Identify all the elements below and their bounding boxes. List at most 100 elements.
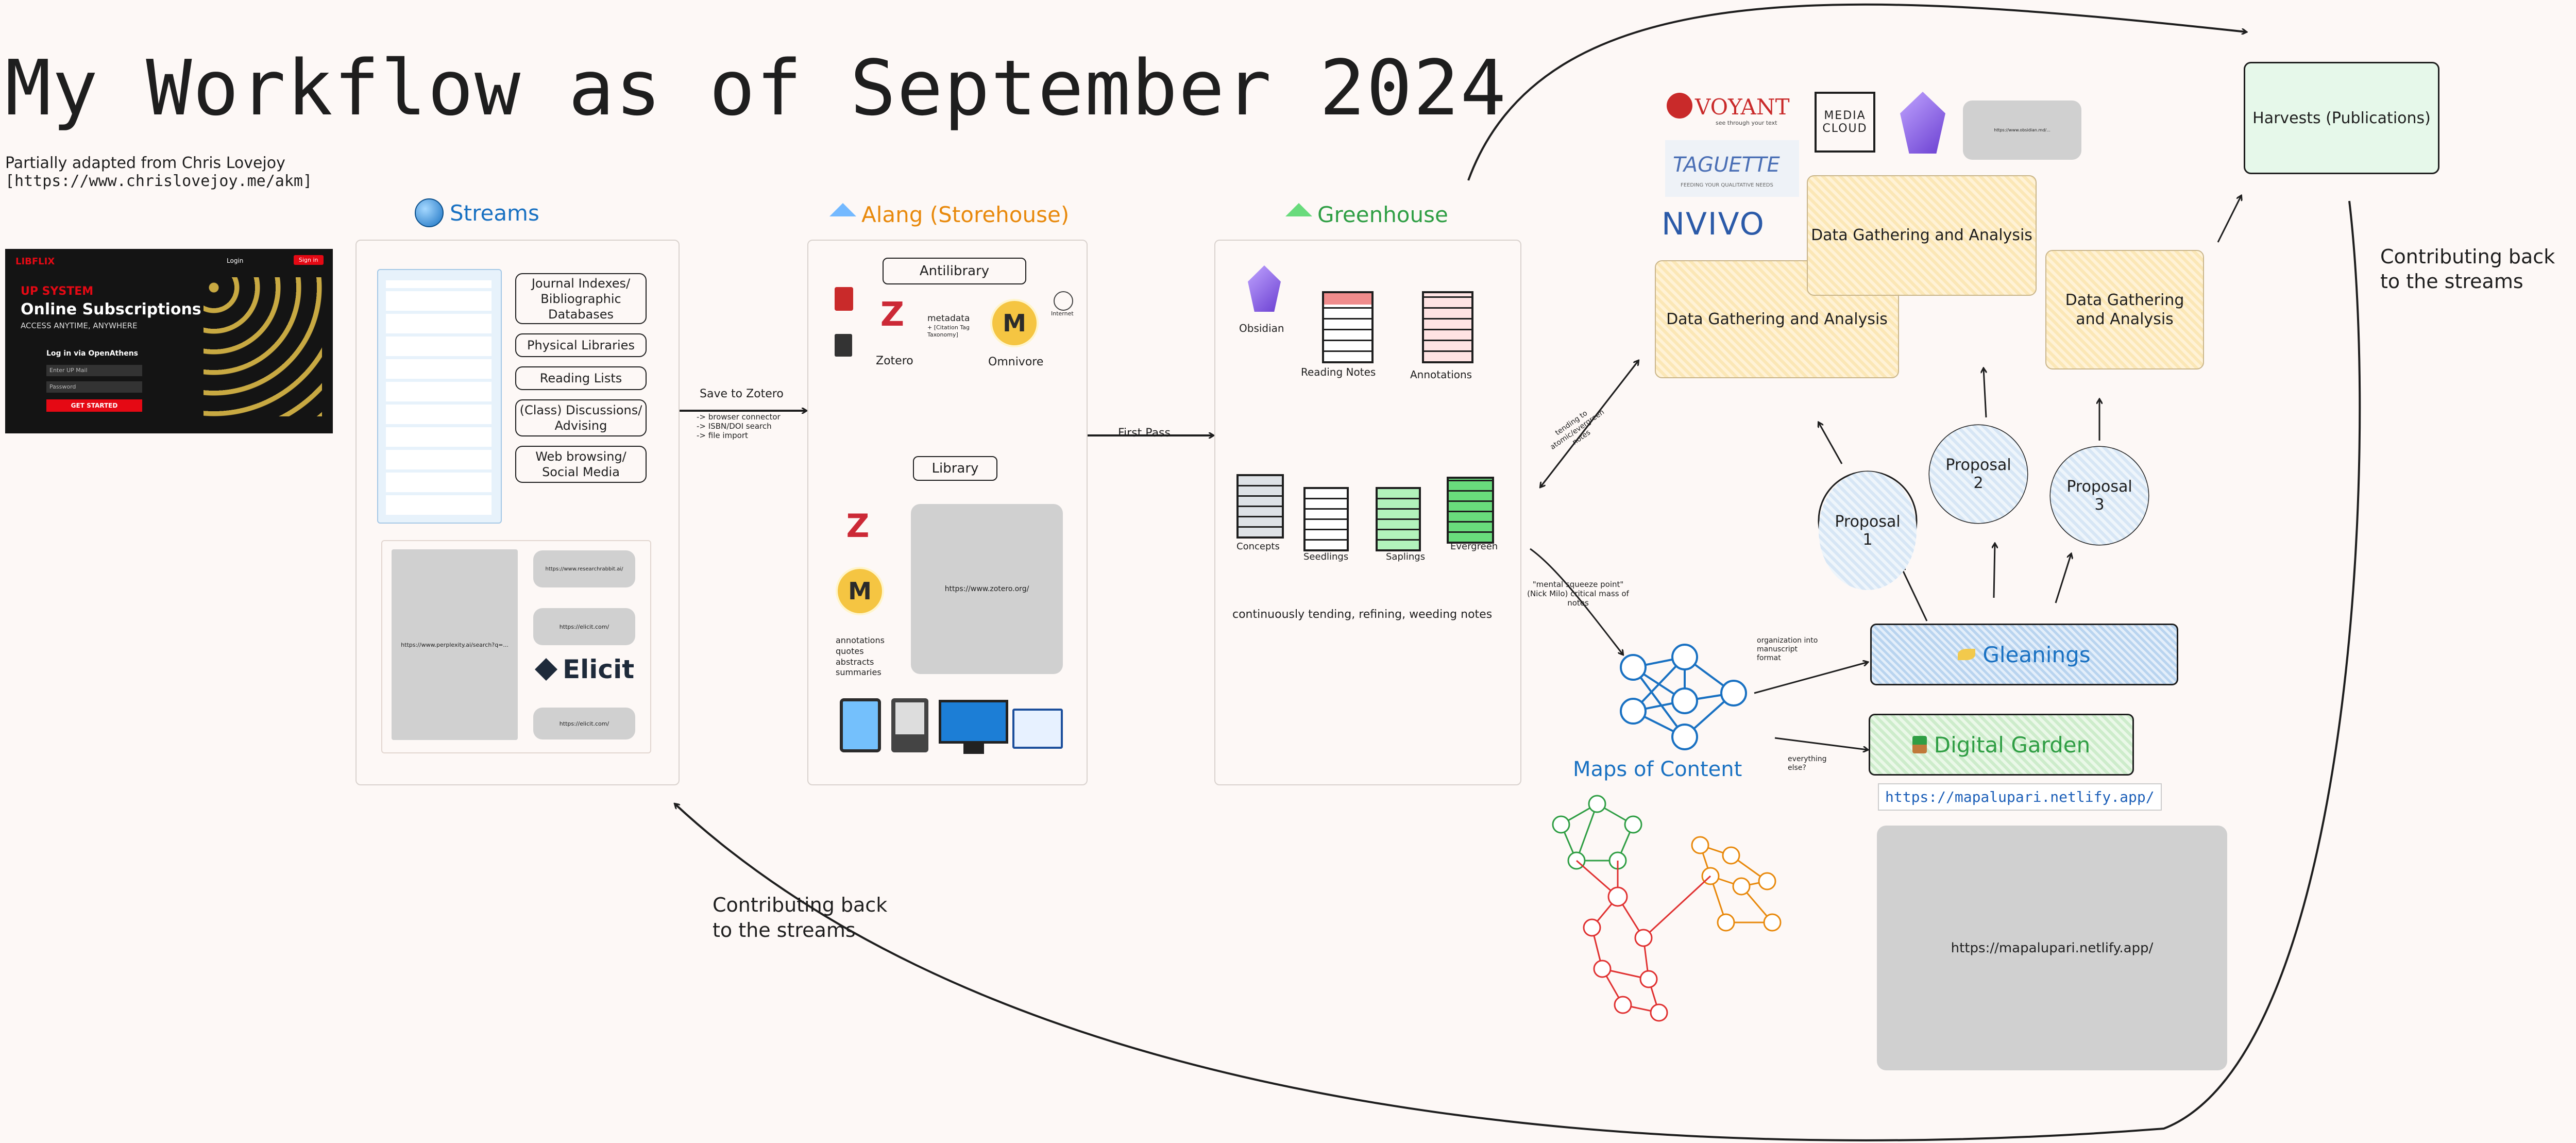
source-reading-lists: Reading Lists [515, 366, 647, 390]
garden-url-link[interactable]: https://mapalupari.netlify.app/ [1878, 783, 2162, 811]
elicit-link-1[interactable]: https://elicit.com/ [533, 608, 635, 645]
save-method-isbn: -> ISBN/DOI search [697, 422, 772, 431]
streams-header: Streams [415, 198, 539, 227]
subtitle-line-1: Partially adapted from Chris Lovejoy [5, 154, 285, 172]
voyant-icon [1667, 93, 1692, 119]
item-abstracts: abstracts [836, 657, 874, 667]
pdf-icon [835, 287, 853, 311]
concepts-label: Concepts [1236, 541, 1280, 552]
openathens-login-text: Log in via OpenAthens [46, 349, 138, 358]
gleanings-label: Gleanings [1982, 642, 2091, 667]
item-summaries: summaries [836, 667, 882, 678]
proposal-3: Proposal 3 [2050, 447, 2148, 545]
reading-notes-label: Reading Notes [1301, 366, 1376, 378]
maps-of-content-network [1552, 795, 1782, 1022]
obsidian-link-embed[interactable]: https://www.obsidian.md/... [1963, 100, 2081, 160]
taguette-tagline: FEEDING YOUR QUALITATIVE NEEDS [1681, 182, 1773, 188]
item-annotations: annotations [836, 635, 885, 645]
tagline: ACCESS ANYTIME, ANYWHERE [21, 321, 138, 330]
reading-notes-icon [1322, 291, 1374, 363]
subscriptions-heading: Online Subscriptions [21, 300, 201, 318]
get-started-button[interactable]: GET STARTED [46, 399, 142, 412]
nvivo-logo: NVIVO [1662, 206, 1765, 242]
contributing-back-right: Contributing back to the streams [2380, 245, 2555, 293]
alang-title: Alang (Storehouse) [861, 202, 1070, 227]
password-input[interactable]: Password [46, 381, 142, 393]
garden-embed[interactable]: https://mapalupari.netlify.app/ [1877, 826, 2227, 1070]
omnivore-label: Omnivore [988, 356, 1044, 368]
media-cloud-logo: MEDIA CLOUD [1815, 92, 1875, 153]
cloud-text: CLOUD [1822, 122, 1868, 135]
saplings-label: Saplings [1386, 551, 1426, 562]
source-physical-libraries: Physical Libraries [515, 333, 647, 357]
house-icon [829, 203, 856, 216]
zotero-label: Zotero [876, 355, 913, 367]
internet-label: Internet [1051, 310, 1074, 317]
tablet-icon [840, 698, 881, 752]
leaf-icon [1958, 649, 1976, 660]
annotations-label: Annotations [1410, 368, 1472, 381]
internet-icon [1054, 291, 1073, 311]
page-title: My Workflow as of September 2024 [5, 44, 1507, 132]
top-signup-button[interactable]: Sign in [294, 255, 324, 265]
top-login[interactable]: Login [227, 257, 244, 264]
web-tools-group [381, 540, 651, 753]
researchrabbit-link[interactable]: https://www.researchrabbit.ai/ [533, 550, 635, 587]
arrow-p2-box [1984, 368, 1987, 418]
arrow-gleanings-p2 [1994, 544, 1995, 598]
save-to-zotero-label: Save to Zotero [700, 388, 784, 400]
alang-header: Alang (Storehouse) [829, 202, 1069, 227]
libflix-logo: LIBFLIX [15, 256, 55, 267]
source-class-discussions: (Class) Discussions/ Advising [515, 399, 647, 436]
streams-title: Streams [450, 200, 539, 226]
subtitle: Partially adapted from Chris Lovejoy [ht… [5, 154, 313, 190]
source-journal-indexes: Journal Indexes/ Bibliographic Databases [515, 273, 647, 324]
taguette-wordmark: TAGUETTE [1673, 153, 1780, 177]
subtitle-line-2: [https://www.chrislovejoy.me/akm] [5, 172, 313, 190]
gleanings-box: Gleanings [1870, 624, 2178, 685]
maps-of-content-label: Maps of Content [1573, 758, 1742, 781]
zotero-embed[interactable]: https://www.zotero.org/ [911, 504, 1063, 674]
seedlings-label: Seedlings [1303, 551, 1349, 562]
zotero-library-icon: Z [846, 507, 870, 545]
concepts-icon [1236, 474, 1284, 539]
omnivore-library-icon: M [836, 567, 884, 615]
taguette-logo: TAGUETTE FEEDING YOUR QUALITATIVE NEEDS [1665, 140, 1799, 197]
perplexity-embed[interactable]: https://www.perplexity.ai/search?q=... [392, 549, 518, 740]
openathens-screenshot: LIBFLIX Login Sign in UP SYSTEM Online S… [5, 249, 333, 433]
contributing-back-bottom: Contributing back to the streams [713, 894, 888, 942]
neural-network-icon [1620, 644, 1747, 750]
greenhouse-title: Greenhouse [1317, 202, 1448, 227]
antilibrary-box: Antilibrary [883, 258, 1026, 284]
save-method-browser: -> browser connector [697, 412, 781, 422]
username-input[interactable]: Enter UP Mail [46, 365, 142, 376]
ereader-icon [891, 698, 928, 752]
elicit-link-2[interactable]: https://elicit.com/ [533, 708, 635, 739]
greenhouse-icon [1285, 203, 1312, 216]
proposal-1: Proposal 1 [1819, 472, 1917, 590]
elicit-icon [535, 658, 557, 681]
metadata-label: metadata [927, 313, 970, 324]
curve-to-harvests [1467, 3, 2246, 181]
obsidian-label: Obsidian [1239, 322, 1284, 334]
library-box: Library [913, 456, 997, 481]
stream-sources-list: Journal Indexes/ Bibliographic Databases… [515, 273, 647, 483]
digital-garden-label: Digital Garden [1934, 732, 2091, 758]
zotero-icon: Z [880, 296, 905, 334]
item-quotes: quotes [836, 646, 864, 656]
monitor-icon [939, 700, 1008, 744]
data-gathering-box-2: Data Gathering and Analysis [1807, 175, 2037, 296]
metadata-note: metadata + [Citation Tag Taxonomy] [927, 313, 984, 339]
arrow-squeeze [1530, 548, 1623, 654]
annotations-icon [1422, 291, 1473, 363]
monitor-stand [963, 744, 984, 754]
seedlings-icon [1303, 487, 1349, 551]
saplings-icon [1376, 487, 1421, 551]
journal-index-screenshot [377, 269, 502, 524]
arrow-box-harvests [2217, 196, 2241, 243]
first-pass-label: First Pass [1118, 427, 1171, 440]
arrow-to-gleanings [1754, 662, 1868, 694]
arrow-gleanings-p3 [2055, 554, 2071, 603]
omnivore-icon: M [990, 299, 1039, 347]
voyant-tagline: see through your text [1716, 120, 1777, 126]
